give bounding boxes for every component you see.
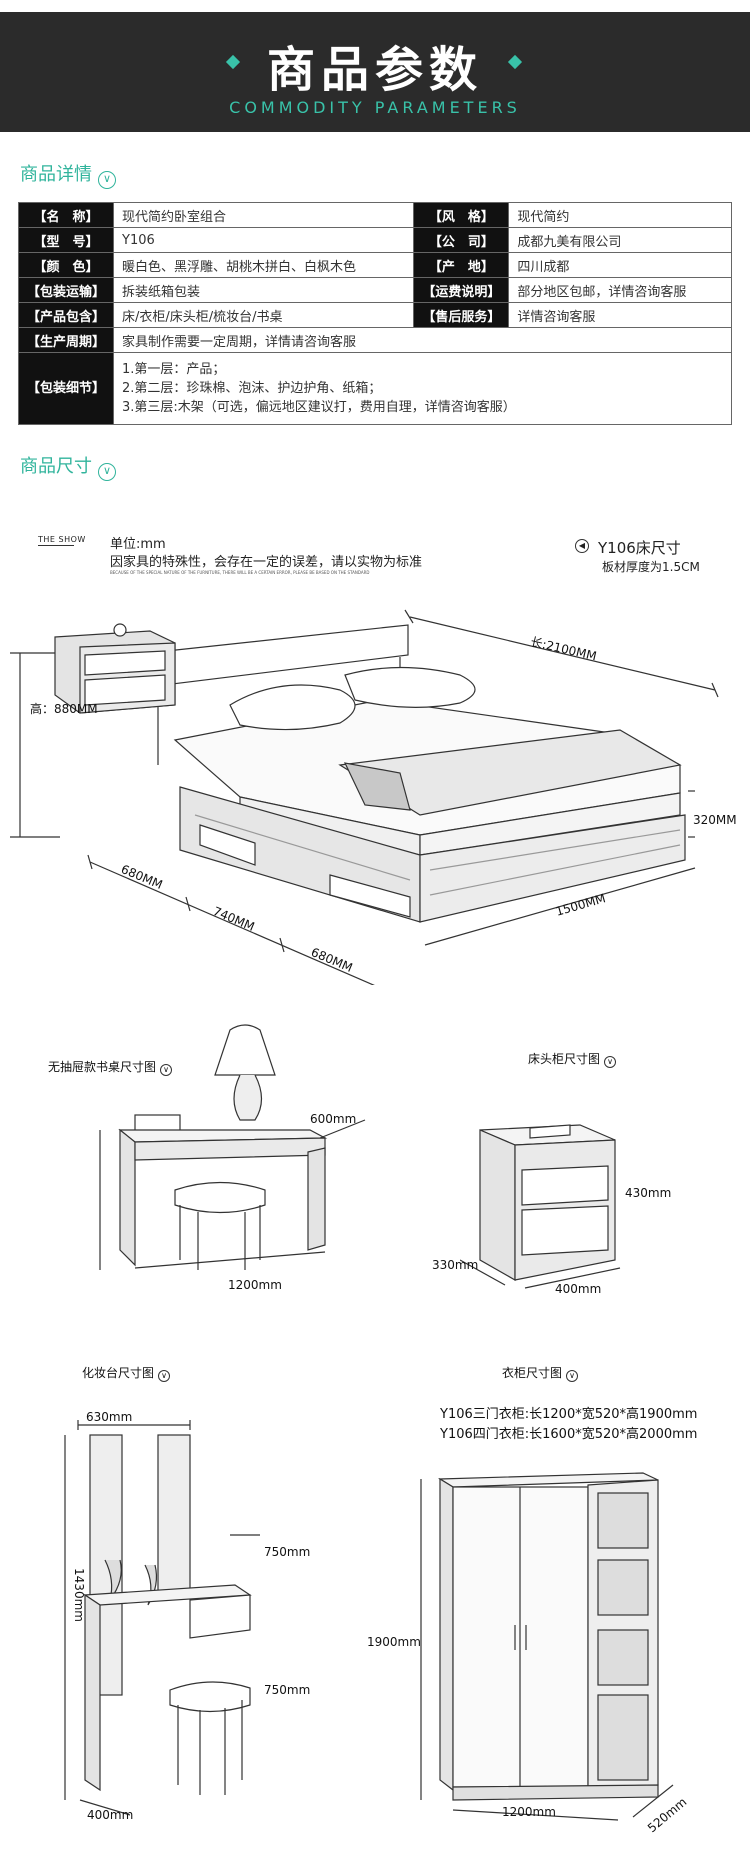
board-thickness: 板材厚度为1.5CM — [602, 560, 700, 574]
table-row: 【产品包含】 床/衣柜/床头柜/梳妆台/书桌 【售后服务】 详情咨询客服 — [17, 302, 732, 328]
wardrobe-drawing — [420, 1472, 674, 1821]
header-banner: 商品参数 COMMODITY PARAMETERS — [0, 12, 750, 132]
table-row: 【包装运输】 拆装纸箱包装 【运费说明】 部分地区包邮，详情咨询客服 — [17, 277, 732, 303]
error-note-en: BECAUSE OF THE SPECIAL NATURE OF THE FUR… — [110, 570, 370, 575]
table-row: 【颜 色】 暖白色、黑浮雕、胡桃木拼白、白枫木色 【产 地】 四川成都 — [17, 252, 732, 278]
wardrobe-spec-4door: Y106四门衣柜:长1600*宽520*高2000mm — [440, 1427, 698, 1442]
bed-diagram: THE SHOW 单位:mm 因家具的特殊性，会存在一定的误差，请以实物为标准 … — [0, 525, 750, 985]
chevron-down-icon: ∨ — [158, 1370, 171, 1382]
error-note: 因家具的特殊性，会存在一定的误差，请以实物为标准 — [110, 555, 423, 570]
dresser-total-height-label: 1430mm — [71, 1568, 86, 1622]
wardrobe-spec-3door: Y106三门衣柜:长1200*宽520*高1900mm — [440, 1407, 698, 1422]
table-row: 【包装细节】 1.第一层：产品； 2.第二层：珍珠棉、泡沫、护边护角、纸箱； 3… — [17, 352, 732, 425]
chevron-down-icon: ∨ — [160, 1064, 173, 1076]
dresser-height1-label: 750mm — [264, 1545, 311, 1559]
nightstand-depth-label: 330mm — [432, 1258, 479, 1272]
desk-caption: 无抽屉款书桌尺寸图∨ — [48, 1058, 173, 1076]
dresser-drawing — [64, 1420, 260, 1816]
desk-width-label: 1200mm — [228, 1278, 282, 1292]
bed-size-title: Y106床尺寸 — [598, 539, 681, 557]
dresser-caption: 化妆台尺寸图∨ — [82, 1364, 171, 1382]
nightstand-drawing — [460, 1124, 621, 1289]
dresser-height2-label: 750mm — [264, 1683, 311, 1697]
wardrobe-caption: 衣柜尺寸图∨ — [502, 1364, 579, 1382]
section-details-title: 商品详情∨ — [20, 160, 116, 189]
desk-height-label: 600mm — [310, 1112, 357, 1126]
table-row: 【型 号】 Y106 【公 司】 成都九美有限公司 — [17, 227, 732, 253]
the-show-label: THE SHOW — [38, 535, 86, 544]
chevron-down-icon: ∨ — [566, 1370, 579, 1382]
bed-side-height-label: 320MM — [693, 813, 737, 827]
params-table: 【名 称】 现代简约卧室组合 【风 格】 现代简约 【型 号】 Y106 【公 … — [17, 202, 732, 425]
desk-drawing — [99, 1024, 366, 1270]
banner-title: 商品参数 — [266, 42, 483, 98]
section-size-title: 商品尺寸∨ — [20, 452, 116, 481]
dresser-width-label: 400mm — [87, 1808, 134, 1822]
table-row: 【名 称】 现代简约卧室组合 【风 格】 现代简约 — [17, 202, 732, 228]
chevron-down-icon: ∨ — [604, 1056, 617, 1068]
bed-drawing — [10, 609, 719, 985]
nightstand-height-label: 430mm — [625, 1186, 672, 1200]
unit-label: 单位:mm — [110, 537, 166, 552]
dresser-top-width-label: 630mm — [86, 1410, 133, 1424]
wardrobe-height-label: 1900mm — [367, 1635, 421, 1649]
wardrobe-width-label: 1200mm — [502, 1805, 556, 1819]
arrow-left-icon: ◀ — [575, 539, 589, 553]
table-row: 【生产周期】 家具制作需要一定周期，详情请咨询客服 — [17, 327, 732, 353]
nightstand-caption: 床头柜尺寸图∨ — [528, 1050, 617, 1068]
chevron-down-icon: ∨ — [98, 463, 116, 481]
bed-height-label: 高：880MM — [30, 702, 98, 716]
nightstand-width-label: 400mm — [555, 1282, 602, 1296]
banner-subtitle: COMMODITY PARAMETERS — [229, 98, 521, 117]
chevron-down-icon: ∨ — [98, 171, 116, 189]
